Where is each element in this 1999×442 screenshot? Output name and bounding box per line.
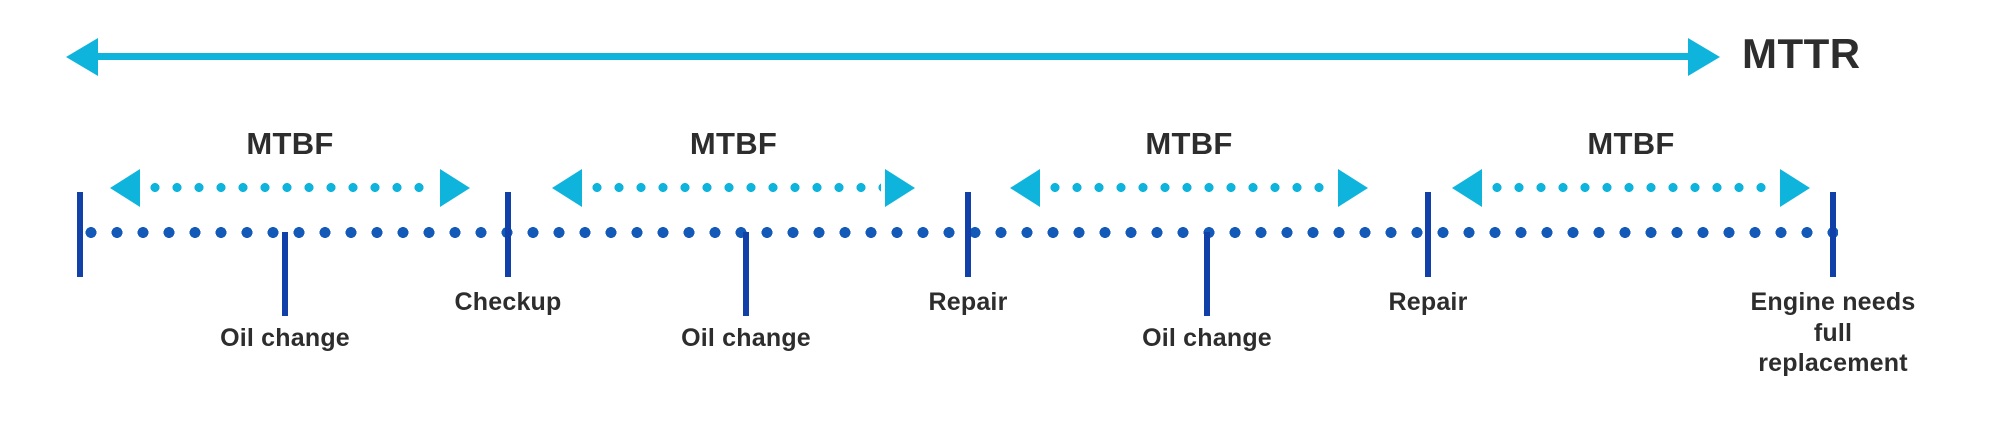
mtbf-label: MTBF	[1587, 126, 1675, 161]
mtbf-arrow-left-head-icon	[1452, 169, 1482, 207]
timeline-axis	[78, 227, 1838, 238]
mtbf-arrow-left-head-icon	[552, 169, 582, 207]
mttr-arrow-line	[96, 53, 1702, 60]
mtbf-segment: MTBF	[1452, 0, 1810, 442]
event-label: Repair	[928, 288, 1008, 316]
mtbf-segment: MTBF	[552, 0, 915, 442]
mtbf-label: MTBF	[689, 126, 778, 161]
timeline-tick[interactable]	[1425, 192, 1431, 277]
mtbf-arrow-dotted-line	[144, 183, 436, 192]
event-label: Engine needs full replacement	[1750, 288, 1916, 377]
mttr-arrow-left-head-icon	[66, 38, 98, 76]
mttr-label: MTTR	[1742, 30, 1861, 77]
mtbf-segment: MTBF	[1010, 0, 1368, 442]
event-label: Oil change	[220, 324, 350, 352]
mtbf-label: MTBF	[1145, 126, 1233, 161]
timeline-tick[interactable]	[965, 192, 971, 277]
mtbf-arrow-right-head-icon	[1338, 169, 1368, 207]
mttr-arrow-right-head-icon	[1688, 38, 1720, 76]
event-label: Oil change	[1142, 324, 1272, 352]
mtbf-label: MTBF	[246, 126, 334, 161]
timeline-tick[interactable]	[743, 232, 749, 316]
timeline-tick[interactable]	[1204, 232, 1210, 316]
timeline-tick[interactable]	[77, 192, 83, 277]
timeline-tick[interactable]	[282, 232, 288, 316]
timeline-tick[interactable]	[1830, 192, 1836, 277]
event-label: Repair	[1388, 288, 1468, 316]
event-label: Checkup	[454, 288, 562, 316]
mttr-row: MTTR	[0, 0, 1999, 120]
event-label: Oil change	[681, 324, 811, 352]
mtbf-segment: MTBF	[110, 0, 470, 442]
mtbf-arrow-left-head-icon	[1010, 169, 1040, 207]
mtbf-arrow-dotted-line	[586, 183, 881, 192]
mtbf-arrow-right-head-icon	[885, 169, 915, 207]
mtbf-arrow-right-head-icon	[1780, 169, 1810, 207]
mtbf-arrow-dotted-line	[1486, 183, 1776, 192]
mtbf-arrow-dotted-line	[1044, 183, 1334, 192]
mtbf-arrow-right-head-icon	[440, 169, 470, 207]
mtbf-arrow-left-head-icon	[110, 169, 140, 207]
timeline-tick[interactable]	[505, 192, 511, 277]
